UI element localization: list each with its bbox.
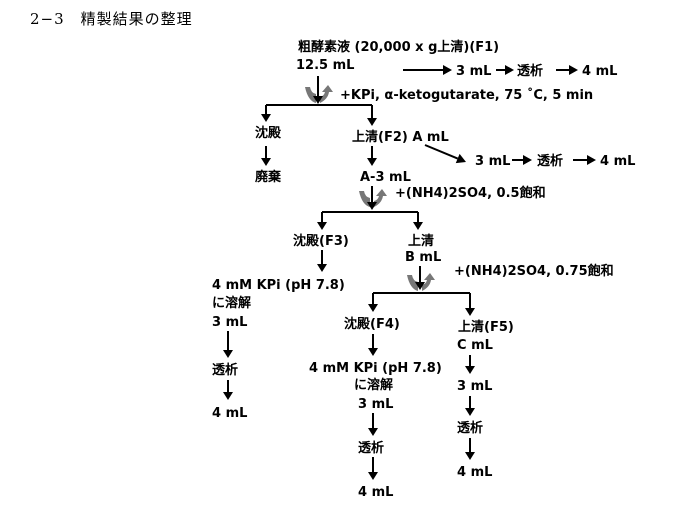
arrow-down-icon — [368, 457, 378, 480]
add-kpi-label: +KPi, α-ketogutarate, 75 ˚C, 5 min — [340, 88, 594, 103]
arrow-down-icon — [368, 413, 378, 436]
f4-label: 沈殿(F4) — [344, 317, 400, 332]
arrow-down-icon — [367, 105, 377, 126]
arrow-right-icon — [556, 65, 578, 75]
f4-volume: 3 mL — [358, 397, 394, 412]
f2-dialysis: 透析 — [537, 154, 564, 169]
f2-label: 上清(F2) A mL — [352, 130, 449, 145]
f3-dissolve-buffer: 4 mM KPi (pH 7.8) — [212, 278, 345, 293]
arrow-down-icon — [465, 396, 475, 416]
add-ammonium-sulfate-075: +(NH4)2SO4, 0.75飽和 — [454, 264, 614, 279]
f5-dialysis: 透析 — [457, 421, 484, 436]
ppt1-label: 沈殿 — [255, 126, 282, 141]
f3-label: 沈殿(F3) — [293, 234, 349, 249]
centrifuge-icon — [305, 85, 333, 103]
f5-out: 4 mL — [457, 465, 493, 480]
f3-out: 4 mL — [212, 406, 248, 421]
f3-volume: 3 mL — [212, 315, 248, 330]
f4-dialysis: 透析 — [358, 441, 385, 456]
f3-dialysis: 透析 — [212, 363, 239, 378]
section-heading: 2−3 精製結果の整理 — [30, 10, 193, 28]
f5-volume: C mL — [457, 338, 493, 353]
arrow-down-icon — [367, 186, 377, 210]
arrow-down-icon — [413, 212, 423, 230]
centrifuge-icon — [407, 273, 435, 291]
f4-dissolve-buffer: 4 mM KPi (pH 7.8) — [309, 361, 442, 376]
f5-label: 上清(F5) — [458, 320, 514, 335]
f5-in: 3 mL — [457, 379, 493, 394]
arrow-right-icon — [496, 65, 514, 75]
arrow-down-icon — [261, 105, 271, 122]
f3-dissolve-text: に溶解 — [212, 296, 252, 311]
arrow-right-icon — [403, 65, 452, 75]
f2-dialysis-out: 4 mL — [600, 154, 636, 169]
arrow-down-icon — [465, 355, 475, 374]
f1-dialysis: 透析 — [517, 64, 544, 79]
arrow-down-icon — [313, 76, 323, 104]
centrifuge-icon — [359, 189, 387, 207]
arrow-down-icon — [368, 334, 378, 356]
arrow-down-icon — [367, 146, 377, 166]
f1-dialysis-out: 4 mL — [582, 64, 618, 79]
add-ammonium-sulfate-050: +(NH4)2SO4, 0.5飽和 — [395, 186, 546, 201]
arrow-right-icon — [512, 155, 532, 165]
f1-dialysis-in: 3 mL — [456, 64, 492, 79]
arrow-right-icon — [573, 155, 596, 165]
arrow-down-icon — [317, 212, 327, 230]
sup2-volume: B mL — [405, 250, 442, 265]
arrow-down-icon — [368, 293, 378, 312]
f2-remaining: A-3 mL — [360, 170, 411, 185]
f2-dialysis-in: 3 mL — [475, 154, 511, 169]
arrow-down-icon — [465, 293, 475, 316]
arrow-down-icon — [223, 380, 233, 400]
sup2-label: 上清 — [408, 234, 435, 249]
discard-label: 廃棄 — [255, 170, 282, 185]
arrow-down-icon — [317, 250, 327, 272]
arrow-down-icon — [261, 146, 271, 166]
f4-dissolve-text: に溶解 — [354, 378, 394, 393]
arrow-down-icon — [223, 331, 233, 358]
f4-out: 4 mL — [358, 485, 394, 500]
f1-volume: 12.5 mL — [296, 58, 355, 73]
arrow-down-icon — [415, 266, 425, 290]
arrow-right-icon — [424, 144, 466, 164]
f1-label: 粗酵素液 (20,000 x g上清)(F1) — [298, 40, 500, 55]
arrow-down-icon — [465, 438, 475, 460]
